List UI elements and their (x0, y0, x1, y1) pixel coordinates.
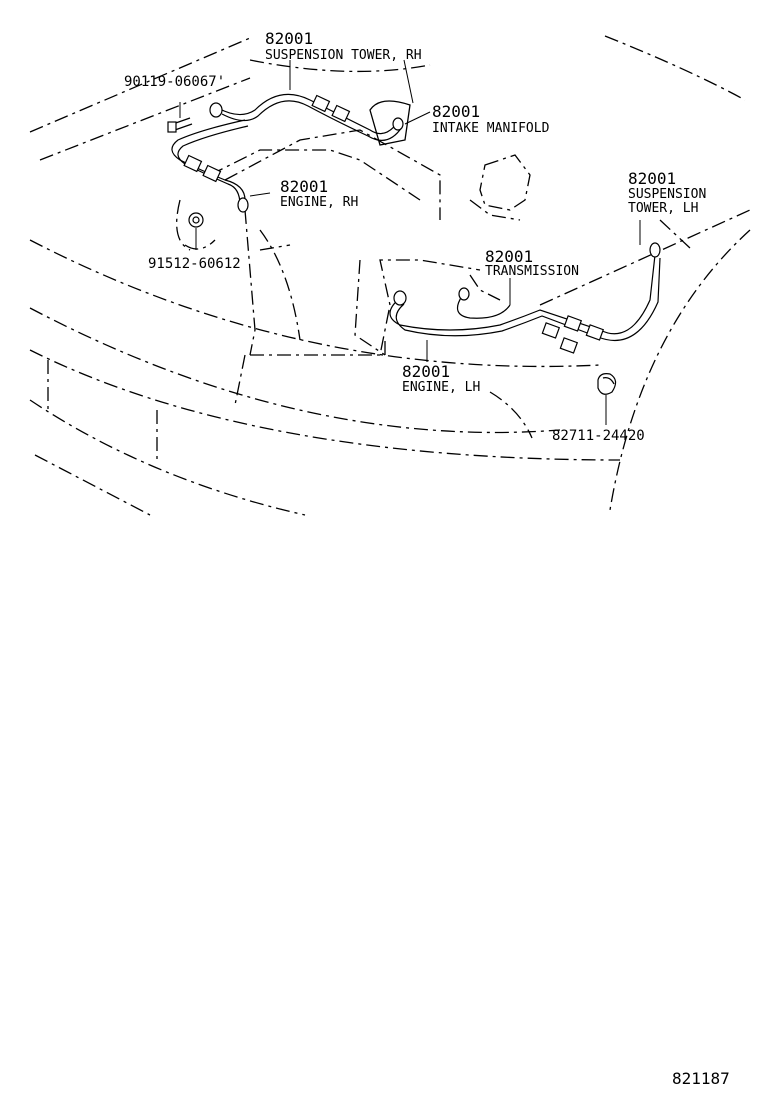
part-description: INTAKE MANIFOLD (432, 121, 550, 136)
leader-lines (179, 59, 641, 439)
callout-transmission: 82001 TRANSMISSION (485, 247, 579, 279)
part-number: 82001 (280, 177, 328, 196)
part-number: 82001 (265, 29, 313, 48)
part-number: 82001 (402, 362, 450, 381)
part-description-line2: TOWER, LH (628, 201, 698, 216)
part-number: 82001 (628, 169, 676, 188)
callout-suspension-tower-rh: 82001 SUSPENSION TOWER, RH (265, 29, 422, 63)
clamp-icon (597, 373, 617, 395)
part-description: ENGINE, LH (402, 380, 480, 395)
ground-strap-rh (209, 93, 404, 141)
callout-intake-manifold: 82001 INTAKE MANIFOLD (432, 102, 550, 136)
part-description: ENGINE, RH (280, 195, 358, 210)
ground-strap-engine-rh (171, 119, 249, 213)
part-description: TRANSMISSION (485, 264, 579, 279)
part-number: 82001 (485, 247, 533, 266)
intake-manifold-shape (369, 100, 531, 221)
callout-suspension-tower-lh: 82001 SUSPENSION TOWER, LH (628, 169, 706, 216)
callout-engine-rh: 82001 ENGINE, RH (280, 177, 358, 210)
bolt-icon (167, 117, 193, 133)
bolt-part-number: 90119-06067' (124, 74, 225, 90)
callout-engine-lh: 82001 ENGINE, LH (402, 362, 480, 395)
clamp-part-number: 82711-24420 (552, 428, 645, 444)
nut-icon (188, 212, 204, 228)
figure-number: 821187 (672, 1069, 730, 1088)
nut-part-number: 91512-60612 (148, 256, 241, 272)
part-description-line1: SUSPENSION (628, 187, 706, 202)
body-outline (29, 35, 751, 516)
part-description: SUSPENSION TOWER, RH (265, 48, 422, 63)
ground-strap-lh (389, 242, 661, 354)
engine-block (176, 129, 501, 406)
part-number: 82001 (432, 102, 480, 121)
